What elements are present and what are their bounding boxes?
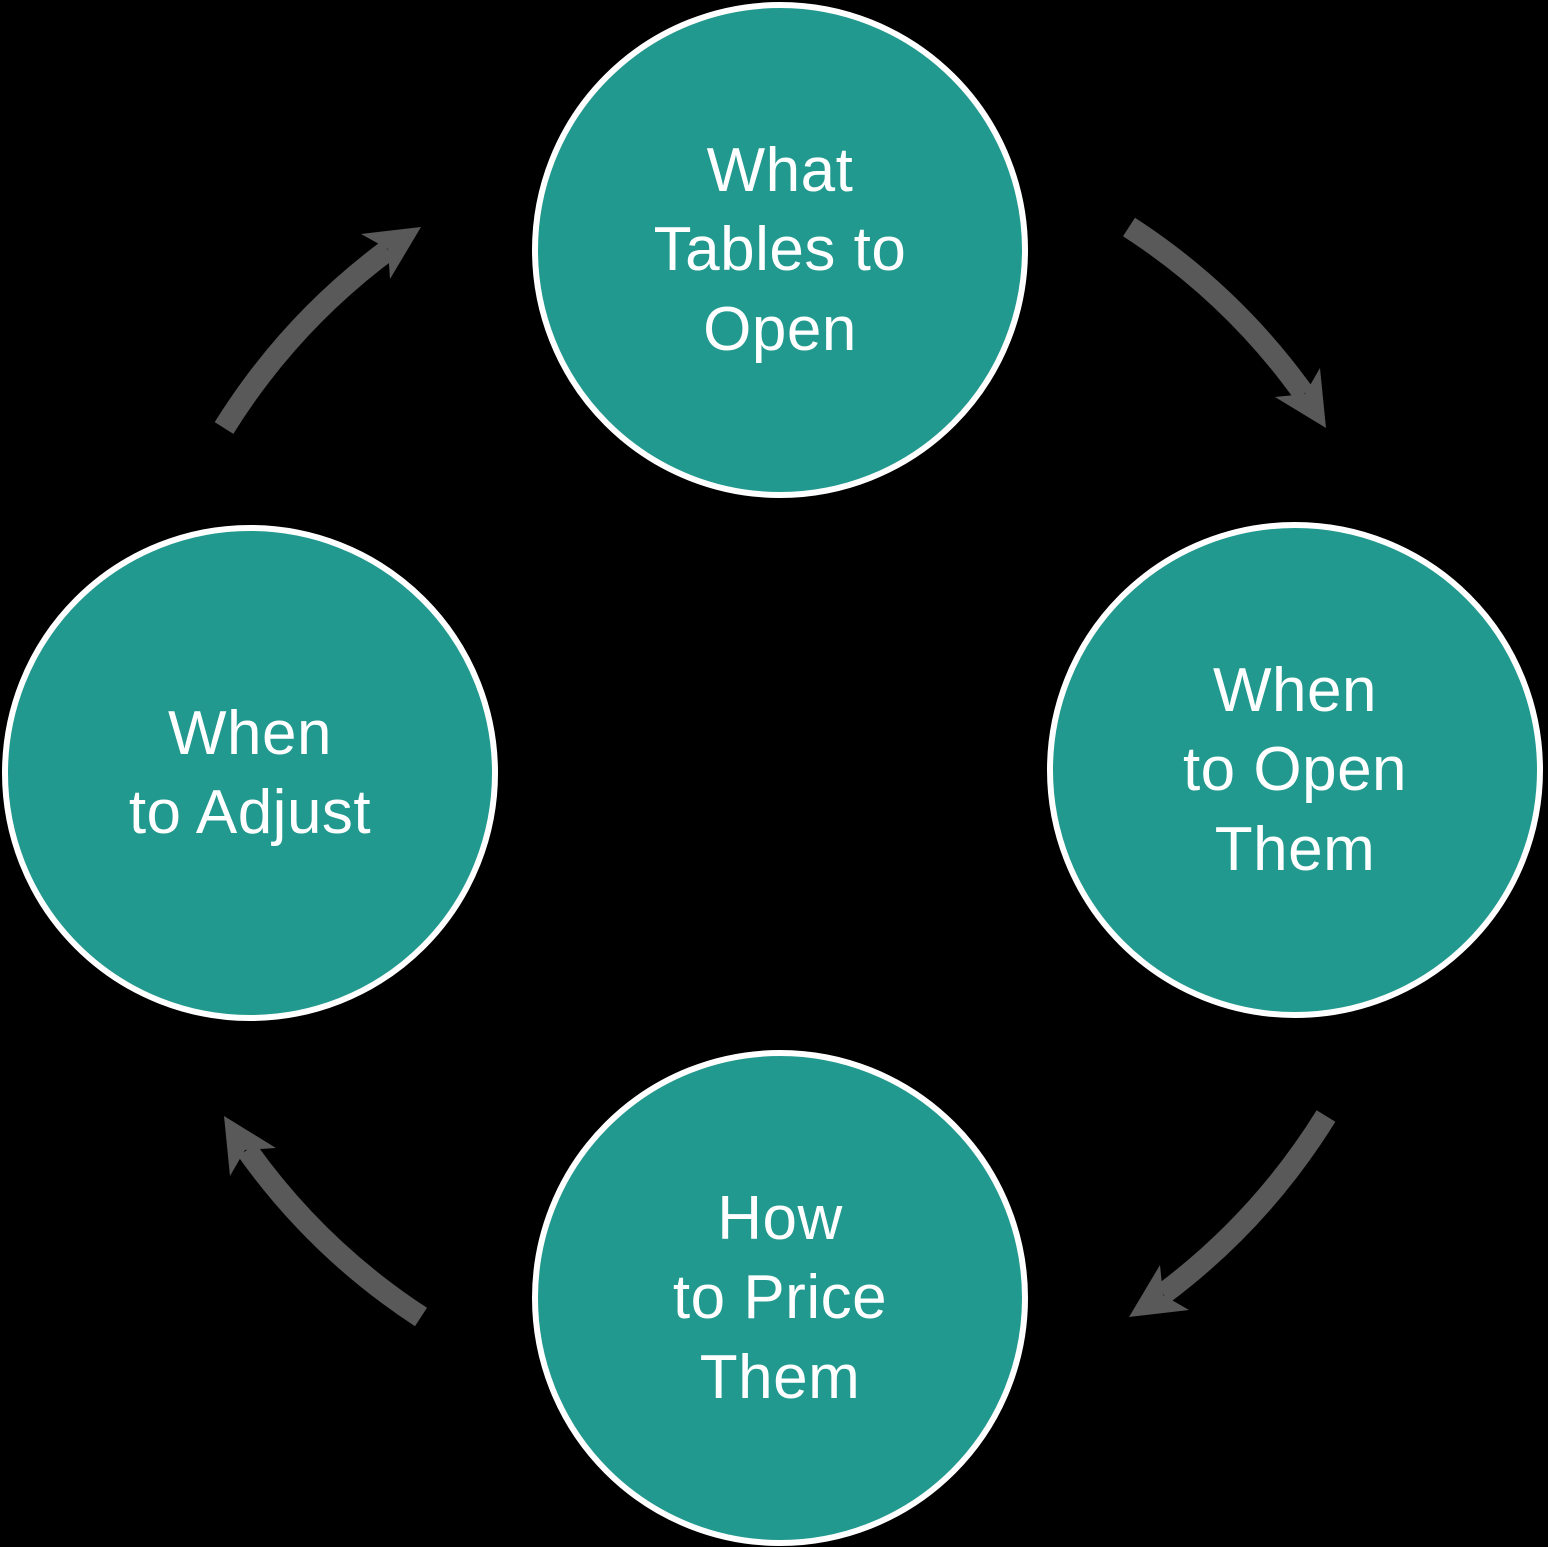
arrowhead-icon bbox=[224, 1116, 276, 1176]
node-label: When to Adjust bbox=[128, 698, 372, 847]
arrowhead-icon bbox=[1129, 1265, 1189, 1317]
node-what-tables-to-open: What Tables to Open bbox=[532, 2, 1028, 498]
arrow-shaft bbox=[214, 241, 395, 434]
node-label: How to Price Them bbox=[672, 1183, 888, 1412]
arrowhead-icon bbox=[361, 227, 421, 279]
arrow-shaft bbox=[1156, 1110, 1336, 1303]
arrow-shaft bbox=[1123, 217, 1313, 401]
arrow-top-to-right bbox=[1123, 217, 1326, 428]
arrowhead-icon bbox=[1275, 368, 1326, 428]
arrow-left-to-top bbox=[214, 227, 421, 434]
node-how-to-price-them: How to Price Them bbox=[532, 1050, 1028, 1546]
node-when-to-open-them: When to Open Them bbox=[1047, 522, 1543, 1018]
node-label: What Tables to Open bbox=[653, 135, 907, 364]
arrow-right-to-bottom bbox=[1129, 1110, 1336, 1317]
node-label: When to Open Them bbox=[1182, 655, 1408, 884]
arrow-bottom-to-left bbox=[224, 1116, 428, 1327]
arrow-shaft bbox=[238, 1143, 428, 1327]
node-when-to-adjust: When to Adjust bbox=[2, 525, 498, 1021]
